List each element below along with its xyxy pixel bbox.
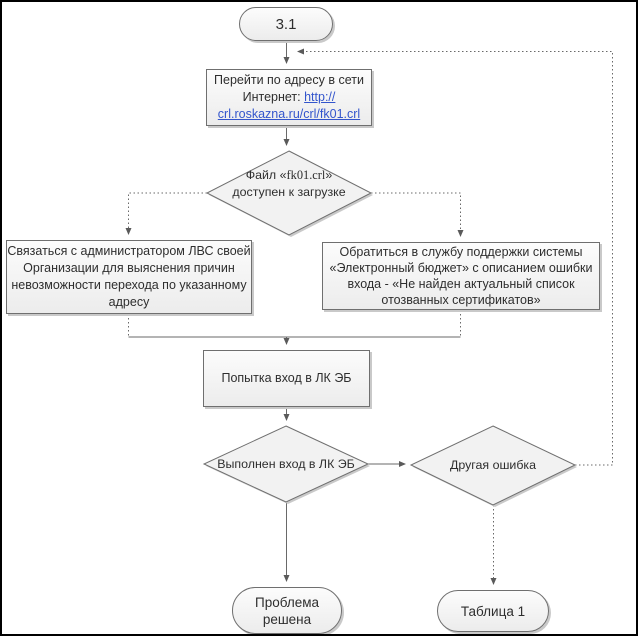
goto-line3: crl.roskazna.ru/crl/fk01.crl <box>218 106 360 123</box>
contact-support-line: отозванных сертификатов» <box>381 293 541 307</box>
contact-admin-line: адресу <box>108 295 150 309</box>
contact-admin-line: невозможности перехода по указанному <box>11 278 247 292</box>
file-check-line2: доступен к загрузке <box>232 185 346 199</box>
file-check-decision-shape <box>205 150 373 236</box>
table1-label: Таблица 1 <box>460 603 526 619</box>
url-link[interactable]: http:// <box>304 90 336 104</box>
file-check-line1: Файл «fk01.crl» <box>246 167 333 184</box>
url-link-continued[interactable]: crl.roskazna.ru/crl/fk01.crl <box>217 107 361 121</box>
other-error-label: Другая ошибка <box>449 457 537 472</box>
connector-file-check-to-contact-admin <box>125 192 207 235</box>
contact-support-line: входа - «Не найден актуальный список <box>347 277 575 291</box>
login-attempt-box: Попытка вход в ЛК ЭБ <box>203 350 370 407</box>
goto-line2-prefix: Интернет: <box>242 90 305 104</box>
file-check-filename: fk01.crl <box>286 168 326 182</box>
goto-line1: Перейти по адресу в сети <box>214 73 364 87</box>
login-success-label: Выполнен вход в ЛК ЭБ <box>217 456 355 471</box>
contact-support-line: Обратиться в службу поддержки системы <box>339 245 583 259</box>
login-attempt-label: Попытка вход в ЛК ЭБ <box>221 371 352 385</box>
login-success-decision-shape <box>202 425 370 503</box>
connector-file-check-to-contact-support <box>371 192 464 237</box>
other-error-decision-shape <box>409 425 577 506</box>
contact-support-box: Обратиться в службу поддержки системы «Э… <box>322 242 600 310</box>
contact-admin-line: Организации для выяснения причин <box>23 261 235 275</box>
table1-terminator: Таблица 1 <box>437 590 549 632</box>
goto-line2: Интернет: http:// <box>243 89 336 106</box>
login-success-decision: Выполнен вход в ЛК ЭБ <box>204 455 368 473</box>
solved-line: решена <box>262 611 312 627</box>
file-check-suffix: » <box>325 168 333 182</box>
start-label: 3.1 <box>275 15 297 33</box>
goto-url-box: Перейти по адресу в сети Интернет: http:… <box>206 69 372 126</box>
contact-support-line: «Электронный бюджет» с описанием ошибки <box>329 261 593 275</box>
problem-solved-terminator: Проблема решена <box>232 587 342 634</box>
solved-line: Проблема <box>254 594 320 610</box>
contact-admin-box: Связаться с администратором ЛВС своей Ор… <box>6 240 252 314</box>
start-terminator: 3.1 <box>239 7 333 41</box>
file-check-decision: Файл «fk01.crl» доступен к загрузке <box>212 164 366 204</box>
contact-admin-line: Связаться с администратором ЛВС своей <box>7 244 251 258</box>
connector-other-error-feedback-loop <box>297 48 613 466</box>
other-error-decision: Другая ошибка <box>411 456 575 474</box>
file-check-prefix: Файл « <box>245 168 287 182</box>
